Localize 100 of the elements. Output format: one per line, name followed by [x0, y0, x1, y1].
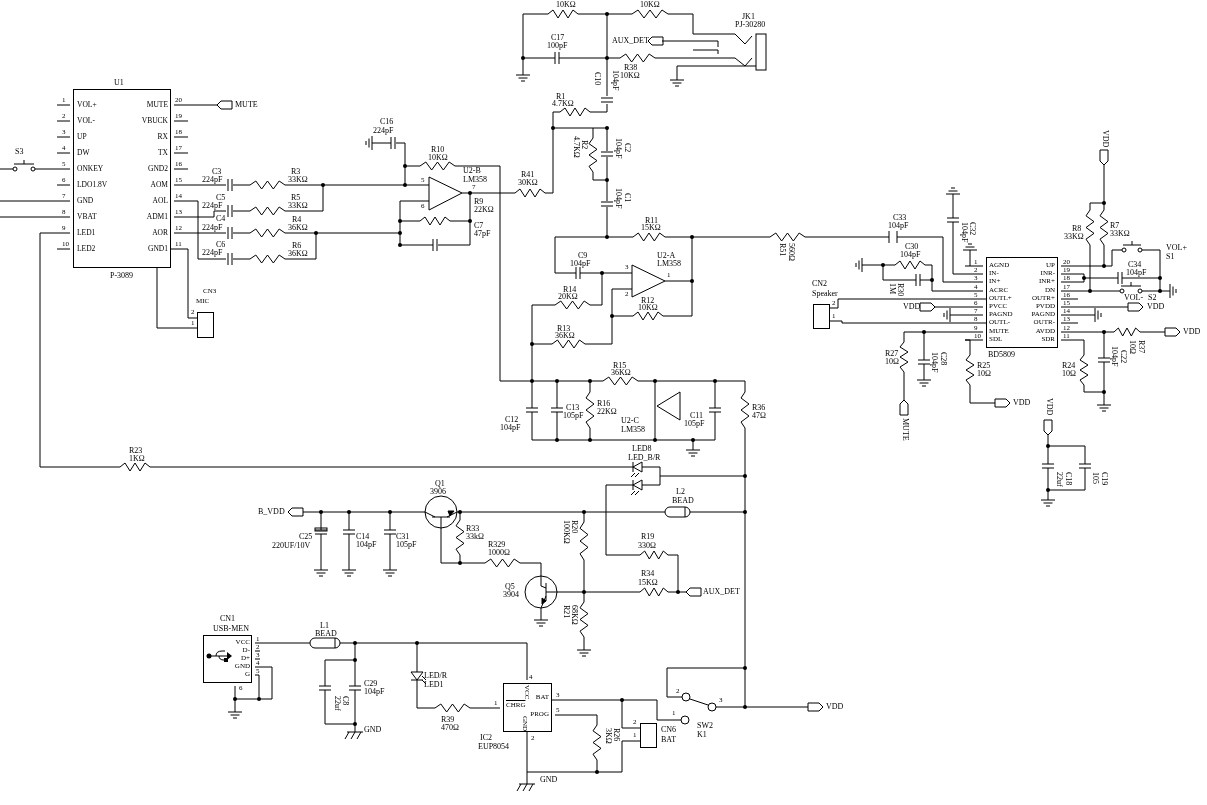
component-label: LM358: [463, 176, 487, 184]
component-label: R41: [521, 171, 535, 179]
component-label: C4: [216, 215, 226, 223]
component-label: 10Ω: [1128, 340, 1136, 354]
component-label: R38: [624, 64, 638, 72]
part-label: BAT: [661, 736, 677, 744]
component-label: C25: [299, 533, 313, 541]
component-label: C6: [216, 241, 226, 249]
component-label: 10KΩ: [556, 1, 576, 9]
component-label: 105pF: [684, 420, 705, 428]
component-label: S3: [15, 148, 24, 156]
component-label: C33: [893, 214, 907, 222]
component-label: R24: [1062, 362, 1076, 370]
component-label: C3: [212, 168, 222, 176]
component-label: 100pF: [547, 42, 568, 50]
component-label: U2-C: [621, 417, 639, 425]
component-label: VOL-: [1124, 294, 1144, 302]
component-label: R13: [557, 325, 571, 333]
net-label: AUX_DET: [703, 588, 740, 596]
component-label: R20: [570, 520, 578, 534]
component-label: 224pF: [202, 176, 223, 184]
component-label: 36KΩ: [288, 224, 308, 232]
part-label: CN1: [220, 615, 236, 623]
part-label: USB-MEN: [213, 625, 249, 633]
component-label: 10KΩ: [638, 304, 658, 312]
component-label: U2-A: [657, 252, 676, 260]
component-label: R23: [129, 447, 143, 455]
component-label: 10Ω: [885, 358, 899, 366]
component-label: 224pF: [202, 224, 223, 232]
component-label: 22KΩ: [597, 408, 617, 416]
component-label: 10KΩ: [620, 72, 640, 80]
component-label: C12: [505, 416, 519, 424]
wire: [829, 320, 987, 324]
component-label: 10Ω: [1062, 370, 1076, 378]
part-label: U1: [114, 79, 124, 87]
component-label: C13: [566, 404, 580, 412]
net-label: GND: [364, 726, 382, 734]
component-label: 104pF: [888, 222, 909, 230]
component-label: 104pF: [960, 222, 968, 243]
component-label: 15KΩ: [641, 224, 661, 232]
component-label: 104pF: [500, 424, 521, 432]
component-label: 30KΩ: [518, 179, 538, 187]
component-label: PJ-30280: [735, 21, 766, 29]
component-label: C32: [968, 222, 976, 236]
component-label: LED_B/R: [628, 454, 661, 462]
component-label: R4: [292, 216, 302, 224]
component-label: 104pF: [1126, 269, 1147, 277]
component-label: C19: [1100, 472, 1108, 486]
component-label: R329: [488, 541, 506, 549]
component-label: 33KΩ: [288, 202, 308, 210]
component-label: JK1: [742, 13, 755, 21]
component-label: 224pF: [202, 202, 223, 210]
part-label: CN2: [812, 280, 828, 288]
component-label: R5: [291, 194, 301, 202]
component-label: 105: [1091, 472, 1099, 484]
wire: [526, 731, 641, 773]
component-label: R10: [431, 146, 445, 154]
component-label: 105pF: [396, 541, 417, 549]
component-label: 10KΩ: [428, 154, 448, 162]
component-label: 15KΩ: [638, 579, 658, 587]
component-label: LED/R: [424, 672, 448, 680]
component-label: 104pF: [611, 70, 619, 91]
component-label: 33kΩ: [466, 533, 484, 541]
component-label: Q1: [435, 480, 445, 488]
part-label: CN6: [661, 726, 677, 734]
component-label: 36KΩ: [611, 369, 631, 377]
part-label: Speaker: [812, 290, 838, 298]
part-label: IC2: [480, 734, 492, 742]
component-label: 224pF: [202, 249, 223, 257]
component-label: 22uf: [333, 696, 341, 711]
component-label: C7: [474, 222, 484, 230]
component-label: 47Ω: [752, 412, 766, 420]
component-label: 22KΩ: [474, 206, 494, 214]
component-label: 1M: [888, 283, 896, 295]
component-label: C8: [341, 696, 349, 706]
component-label: 104pF: [930, 352, 938, 373]
component-label: R8: [1072, 225, 1082, 233]
component-label: C34: [1128, 261, 1142, 269]
component-label: R21: [562, 605, 570, 619]
component-label: C22: [1119, 350, 1127, 364]
component-label: S1: [1166, 253, 1175, 261]
component-label: R16: [597, 400, 611, 408]
component-label: R37: [1137, 340, 1145, 354]
net-label: VDD: [903, 303, 921, 311]
component-label: C28: [939, 352, 947, 366]
component-label: C17: [551, 34, 565, 42]
component-label: 4.7KΩ: [572, 136, 580, 158]
component-label: 36KΩ: [555, 332, 575, 340]
component-label: 33KΩ: [288, 176, 308, 184]
net-label: VDD: [1013, 399, 1031, 407]
component-label: R19: [641, 533, 655, 541]
component-label: K1: [697, 731, 707, 739]
component-label: 4.7KΩ: [552, 100, 574, 108]
component-label: 3KΩ: [604, 728, 612, 744]
component-label: 224pF: [373, 127, 394, 135]
component-label: C10: [593, 72, 601, 86]
component-label: C29: [364, 680, 378, 688]
component-label: 560Ω: [787, 243, 795, 261]
component-label: 36KΩ: [288, 250, 308, 258]
component-label: R26: [612, 728, 620, 742]
